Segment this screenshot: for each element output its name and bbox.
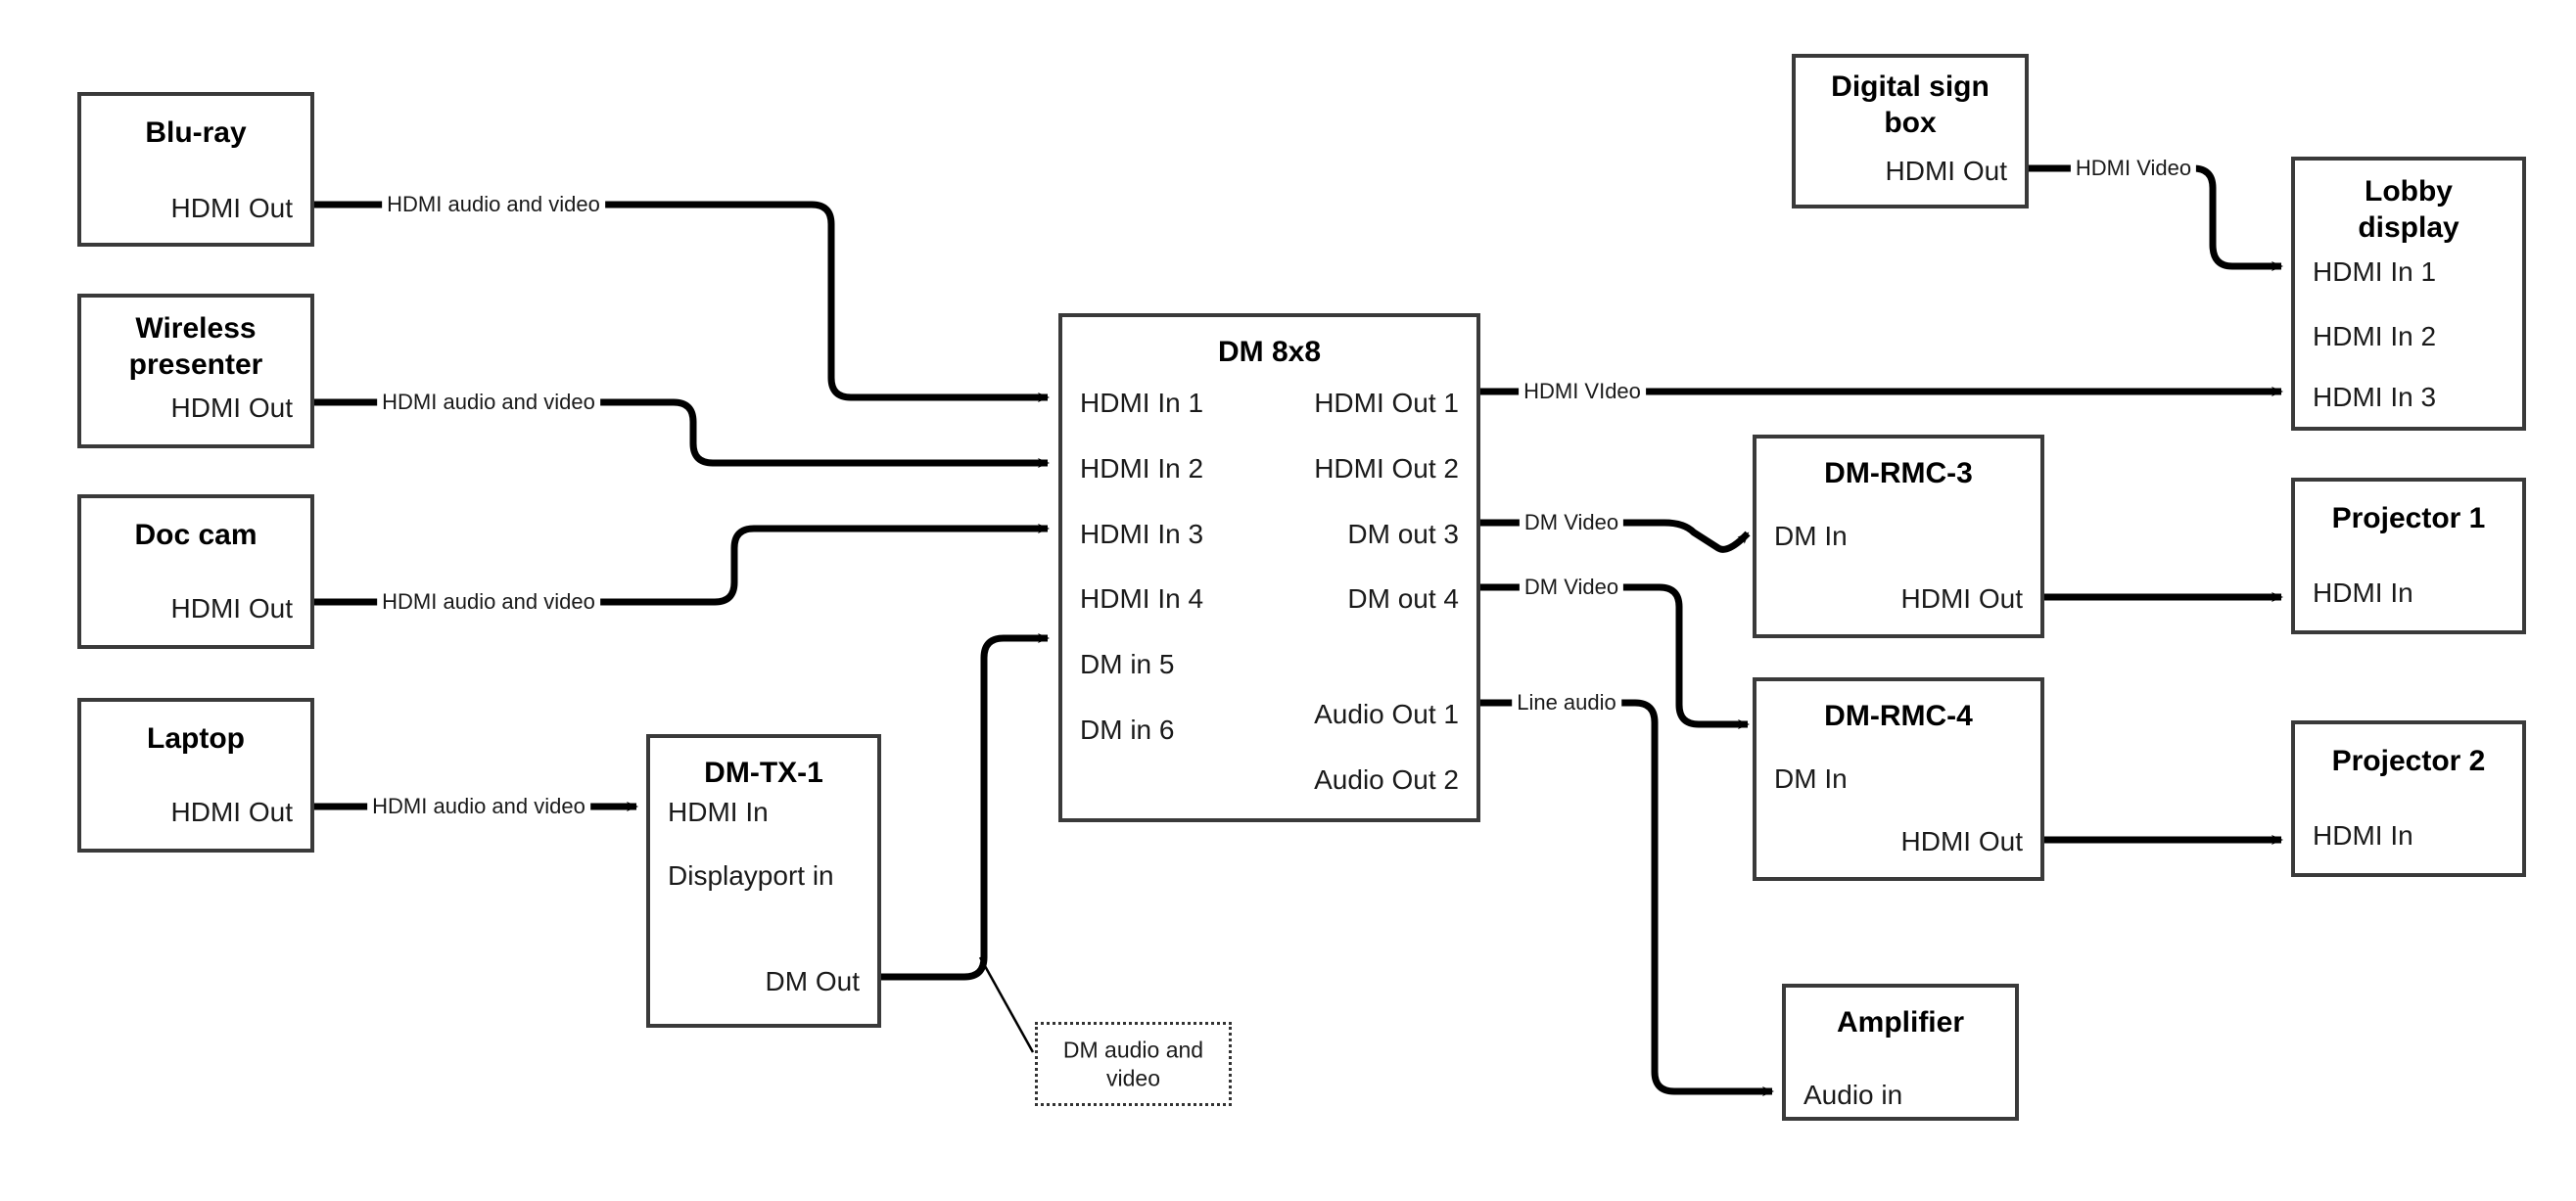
port-projector-2-hdmi-in[interactable]: HDMI In (2313, 820, 2413, 851)
wire-label-doccam: HDMI audio and video (377, 589, 600, 615)
port-lobby-display-hdmi-in-2[interactable]: HDMI In 2 (2313, 321, 2437, 351)
wire-label-wireless: HDMI audio and video (377, 390, 600, 415)
port-dm-8x8-dm-out-3[interactable]: DM out 3 (1347, 519, 1459, 549)
wire-label-laptop: HDMI audio and video (367, 794, 590, 819)
node-blu-ray[interactable]: Blu-ray HDMI Out (77, 92, 314, 247)
node-dm-rmc-4[interactable]: DM-RMC-4 DM In HDMI Out (1753, 677, 2044, 881)
node-dm-rmc-3-title: DM-RMC-3 (1824, 457, 1973, 489)
wire-label-sign: HDMI Video (2070, 156, 2197, 181)
node-dm-tx-1[interactable]: DM-TX-1 HDMI In Displayport in DM Out (646, 734, 881, 1028)
port-dm-8x8-dm-in-6[interactable]: DM in 6 (1080, 715, 1175, 745)
annotation-dm-audio-video-text: DM audio and video (1062, 1037, 1204, 1090)
wire-sign-to-lobby-in1 (2029, 164, 2283, 271)
port-projector-1-hdmi-in[interactable]: HDMI In (2313, 577, 2413, 608)
node-doc-cam[interactable]: Doc cam HDMI Out (77, 494, 314, 649)
port-dm-rmc-4-hdmi-out[interactable]: HDMI Out (1900, 826, 2023, 856)
annotation-dm-audio-video: DM audio and video (1035, 1022, 1232, 1106)
node-laptop[interactable]: Laptop HDMI Out (77, 698, 314, 853)
node-amplifier[interactable]: Amplifier Audio in (1782, 984, 2019, 1121)
wire-bluray-to-dm-in1 (314, 201, 1050, 402)
node-doc-cam-title: Doc cam (134, 519, 258, 551)
wire-label-bluray: HDMI audio and video (382, 192, 605, 217)
leader-line-dm-note (978, 956, 1035, 1053)
port-dm-tx-1-hdmi-in[interactable]: HDMI In (668, 797, 769, 827)
node-lobby-display[interactable]: Lobby display HDMI In 1 HDMI In 2 HDMI I… (2291, 157, 2526, 431)
port-dm-rmc-4-dm-in[interactable]: DM In (1774, 763, 1848, 794)
node-dm-8x8[interactable]: DM 8x8 HDMI In 1 HDMI In 2 HDMI In 3 HDM… (1058, 313, 1480, 822)
node-amplifier-title: Amplifier (1836, 1006, 1965, 1039)
node-laptop-title: Laptop (147, 722, 245, 755)
port-dm-8x8-hdmi-in-4[interactable]: HDMI In 4 (1080, 583, 1204, 614)
port-dm-8x8-audio-out-2[interactable]: Audio Out 2 (1314, 764, 1459, 795)
node-dm-rmc-3[interactable]: DM-RMC-3 DM In HDMI Out (1753, 435, 2044, 638)
node-projector-1-title: Projector 1 (2331, 502, 2486, 534)
wire-label-audio-out1: Line audio (1512, 690, 1621, 716)
port-dm-8x8-hdmi-in-3[interactable]: HDMI In 3 (1080, 519, 1204, 549)
node-projector-2-title: Projector 2 (2331, 745, 2486, 777)
port-dm-8x8-dm-out-4[interactable]: DM out 4 (1347, 583, 1459, 614)
node-dm-8x8-title: DM 8x8 (1217, 336, 1322, 368)
port-amplifier-audio-in[interactable]: Audio in (1803, 1080, 1903, 1110)
node-digital-sign-box-title: Digital sign box (1831, 70, 1990, 139)
wire-label-dm-out4: DM Video (1519, 575, 1624, 600)
wire-audio-out1-to-amplifier (1480, 699, 1774, 1096)
port-wireless-presenter-hdmi-out[interactable]: HDMI Out (170, 393, 293, 423)
node-projector-1[interactable]: Projector 1 HDMI In (2291, 478, 2526, 634)
node-blu-ray-title: Blu-ray (145, 116, 247, 149)
port-digital-sign-box-hdmi-out[interactable]: HDMI Out (1885, 156, 2007, 186)
port-dm-8x8-hdmi-out-2[interactable]: HDMI Out 2 (1314, 453, 1459, 484)
port-dm-tx-1-dm-out[interactable]: DM Out (765, 966, 860, 996)
port-dm-tx-1-displayport-in[interactable]: Displayport in (668, 860, 834, 891)
port-dm-8x8-dm-in-5[interactable]: DM in 5 (1080, 649, 1175, 679)
port-lobby-display-hdmi-in-1[interactable]: HDMI In 1 (2313, 256, 2437, 287)
wire-label-dm-out3: DM Video (1519, 510, 1624, 535)
node-dm-tx-1-title: DM-TX-1 (704, 757, 823, 789)
wire-label-hdmi-out1: HDMI VIdeo (1519, 379, 1646, 404)
node-dm-rmc-4-title: DM-RMC-4 (1824, 700, 1973, 732)
node-wireless-presenter-title: Wireless presenter (128, 312, 263, 381)
port-dm-rmc-3-dm-in[interactable]: DM In (1774, 521, 1848, 551)
port-doc-cam-hdmi-out[interactable]: HDMI Out (170, 593, 293, 624)
port-dm-8x8-hdmi-out-1[interactable]: HDMI Out 1 (1314, 388, 1459, 418)
node-wireless-presenter[interactable]: Wireless presenter HDMI Out (77, 294, 314, 448)
port-dm-8x8-hdmi-in-2[interactable]: HDMI In 2 (1080, 453, 1204, 484)
port-laptop-hdmi-out[interactable]: HDMI Out (170, 797, 293, 827)
wire-dmtx1-to-dm-in5 (881, 633, 1050, 981)
node-digital-sign-box[interactable]: Digital sign box HDMI Out (1792, 54, 2029, 208)
node-projector-2[interactable]: Projector 2 HDMI In (2291, 720, 2526, 877)
node-lobby-display-title: Lobby display (2358, 175, 2459, 244)
port-dm-8x8-audio-out-1[interactable]: Audio Out 1 (1314, 699, 1459, 729)
port-lobby-display-hdmi-in-3[interactable]: HDMI In 3 (2313, 382, 2437, 412)
port-dm-8x8-hdmi-in-1[interactable]: HDMI In 1 (1080, 388, 1204, 418)
port-dm-rmc-3-hdmi-out[interactable]: HDMI Out (1900, 583, 2023, 614)
port-blu-ray-hdmi-out[interactable]: HDMI Out (170, 193, 293, 223)
